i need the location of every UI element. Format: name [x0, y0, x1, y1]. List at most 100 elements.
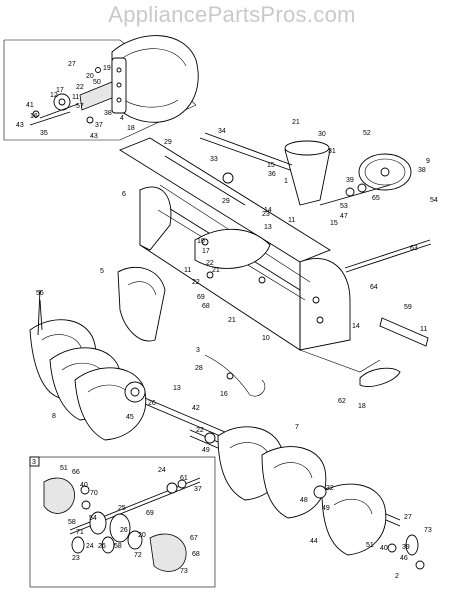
part-label: 39 [402, 544, 410, 551]
part-label: 38 [418, 167, 426, 174]
part-label: 13 [173, 385, 181, 392]
part-label: 56 [36, 290, 44, 297]
impeller-housing-inset [3, 35, 199, 141]
part-label: 38 [104, 110, 112, 117]
part-label: 67 [190, 535, 198, 542]
part-label: 54 [89, 515, 97, 522]
part-label: 58 [68, 519, 76, 526]
part-label: 18 [127, 125, 135, 132]
part-label: 9 [426, 158, 430, 165]
part-label: 22 [76, 84, 84, 91]
part-label: 23 [72, 555, 80, 562]
part-label: 22 [206, 260, 214, 267]
part-label: 6 [122, 191, 126, 198]
left-auger-assembly [29, 266, 226, 441]
part-label: 53 [340, 203, 348, 210]
part-label: 62 [338, 398, 346, 405]
part-label: 49 [202, 447, 210, 454]
drive-components [199, 132, 432, 387]
part-label: 16 [30, 113, 38, 120]
part-label: 59 [404, 304, 412, 311]
part-label: 50 [93, 79, 101, 86]
part-label: 21 [212, 267, 220, 274]
part-label: 68 [202, 303, 210, 310]
auger-housing-frame [119, 137, 381, 373]
part-label: 57 [76, 103, 84, 110]
part-label: 72 [134, 552, 142, 559]
part-label: 73 [424, 527, 432, 534]
part-label: 66 [72, 469, 80, 476]
part-label: 24 [158, 467, 166, 474]
part-label: 32 [326, 485, 334, 492]
part-label: 22 [196, 427, 204, 434]
part-label: 33 [210, 156, 218, 163]
part-label: 29 [222, 198, 230, 205]
part-label: 10 [197, 238, 205, 245]
part-label: 17 [202, 248, 210, 255]
part-label: 70 [90, 490, 98, 497]
part-label: 64 [370, 284, 378, 291]
part-label: 15 [330, 220, 338, 227]
part-label: 63 [410, 245, 418, 252]
part-label: 11 [420, 326, 427, 333]
part-label: 51 [60, 465, 68, 472]
part-label: 15 [267, 162, 275, 169]
part-label: 7 [295, 424, 299, 431]
part-label: 58 [114, 543, 122, 550]
part-label: 51 [366, 542, 374, 549]
part-label: 37 [95, 122, 103, 129]
part-label: 1 [284, 178, 288, 185]
part-label: 31 [328, 148, 336, 155]
part-label: 11 [72, 94, 79, 101]
part-label: 21 [292, 119, 300, 126]
part-label: 40 [80, 482, 88, 489]
part-labels: 27 19 20 50 22 41 17 12 11 57 38 37 16 4… [16, 61, 438, 580]
part-label: 65 [372, 195, 380, 202]
part-label: 69 [197, 294, 205, 301]
part-label: 39 [346, 177, 354, 184]
part-label: 23 [262, 211, 270, 218]
part-label: 43 [16, 122, 24, 129]
part-label: 8 [52, 413, 56, 420]
part-label: 4 [120, 115, 124, 122]
part-label: 11 [288, 217, 295, 224]
part-label: 20 [138, 532, 146, 539]
part-label: 71 [76, 529, 84, 536]
part-label: 12 [50, 92, 58, 99]
part-label: 11 [184, 267, 191, 274]
part-label: 26 [148, 400, 156, 407]
part-label: 10 [262, 335, 270, 342]
part-label: 68 [192, 551, 200, 558]
part-label: 49 [322, 505, 330, 512]
part-label: 47 [340, 213, 348, 220]
part-label: 19 [103, 65, 111, 72]
inset-label: 3 [32, 459, 36, 466]
part-label: 13 [264, 224, 272, 231]
part-label: 27 [404, 514, 412, 521]
part-label: 16 [220, 391, 228, 398]
part-label: 61 [180, 475, 188, 482]
right-auger-assembly [189, 426, 425, 570]
part-label: 25 [118, 505, 126, 512]
part-label: 36 [268, 171, 276, 178]
part-label: 18 [358, 403, 366, 410]
gearbox-inset [29, 456, 216, 588]
part-label: 24 [86, 543, 94, 550]
part-label: 37 [194, 486, 202, 493]
part-label: 29 [164, 139, 172, 146]
part-label: 27 [68, 61, 76, 68]
part-label: 43 [90, 133, 98, 140]
part-label: 73 [180, 568, 188, 575]
part-label: 22 [192, 279, 200, 286]
part-label: 30 [318, 131, 326, 138]
part-label: 14 [264, 207, 272, 214]
part-label: 48 [300, 497, 308, 504]
part-label: 26 [98, 543, 106, 550]
part-label: 5 [100, 268, 104, 275]
part-label: 34 [218, 128, 226, 135]
part-label: 42 [192, 405, 200, 412]
part-label: 2 [395, 573, 399, 580]
part-label: 20 [86, 73, 94, 80]
part-label: 26 [120, 527, 128, 534]
